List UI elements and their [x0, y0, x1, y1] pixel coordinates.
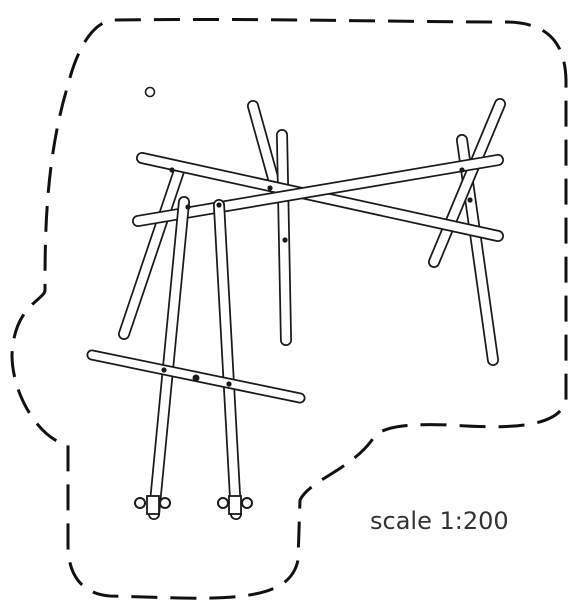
beam-upper-left-to-right	[136, 152, 504, 242]
pole-front-leg-right	[213, 199, 242, 520]
pole-left-steep	[144, 86, 193, 215]
foot-anchor-left	[134, 495, 171, 515]
beam-lower-left-to-right	[132, 154, 504, 227]
pole-front-leg-left	[148, 196, 190, 520]
pole-right-diagonal	[428, 98, 506, 268]
pole-center-post	[276, 129, 292, 346]
safety-zone-boundary	[10, 17, 568, 600]
foot-anchor-right	[217, 495, 253, 515]
pole-left-lower	[118, 162, 186, 340]
scale-label: scale 1:200	[370, 507, 509, 535]
joints	[161, 167, 473, 387]
